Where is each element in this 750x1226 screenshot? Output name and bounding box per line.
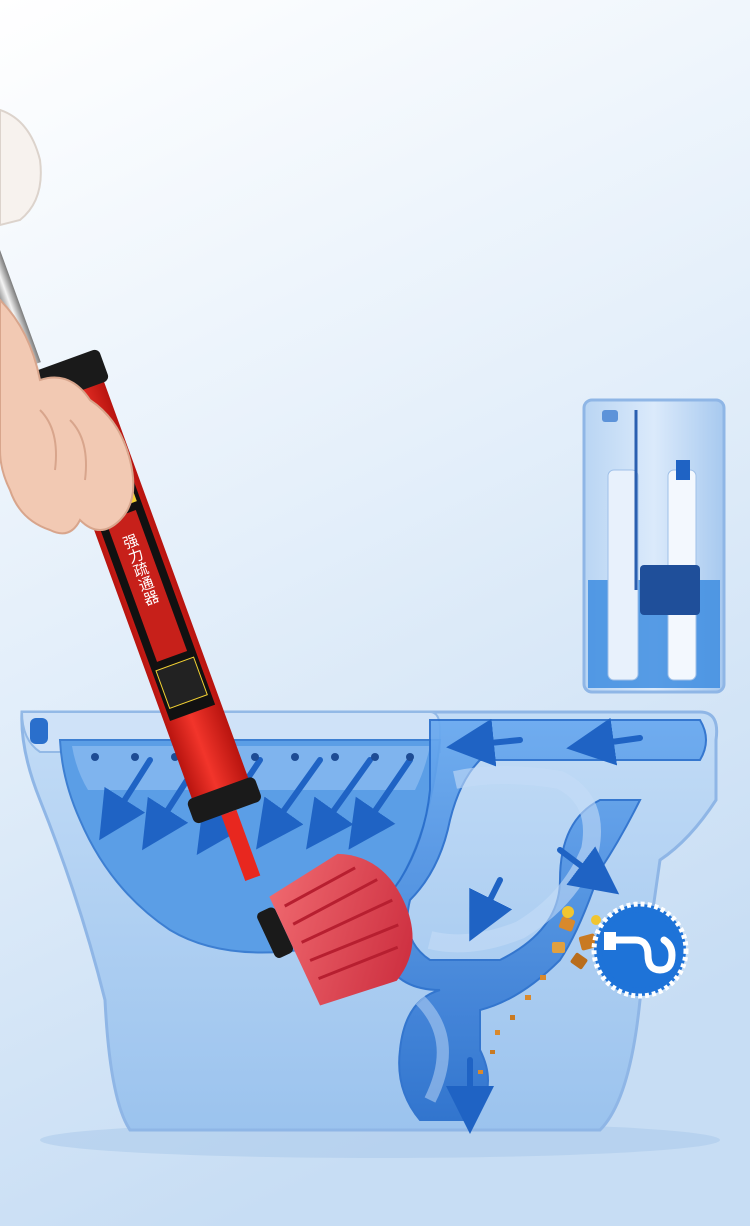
- toilet-tank: [582, 398, 726, 694]
- clog-debris: [478, 906, 601, 1074]
- s-trap-pipe-icon: [591, 901, 689, 999]
- plunger-cup: [257, 853, 413, 1006]
- hand-icon: [0, 108, 135, 535]
